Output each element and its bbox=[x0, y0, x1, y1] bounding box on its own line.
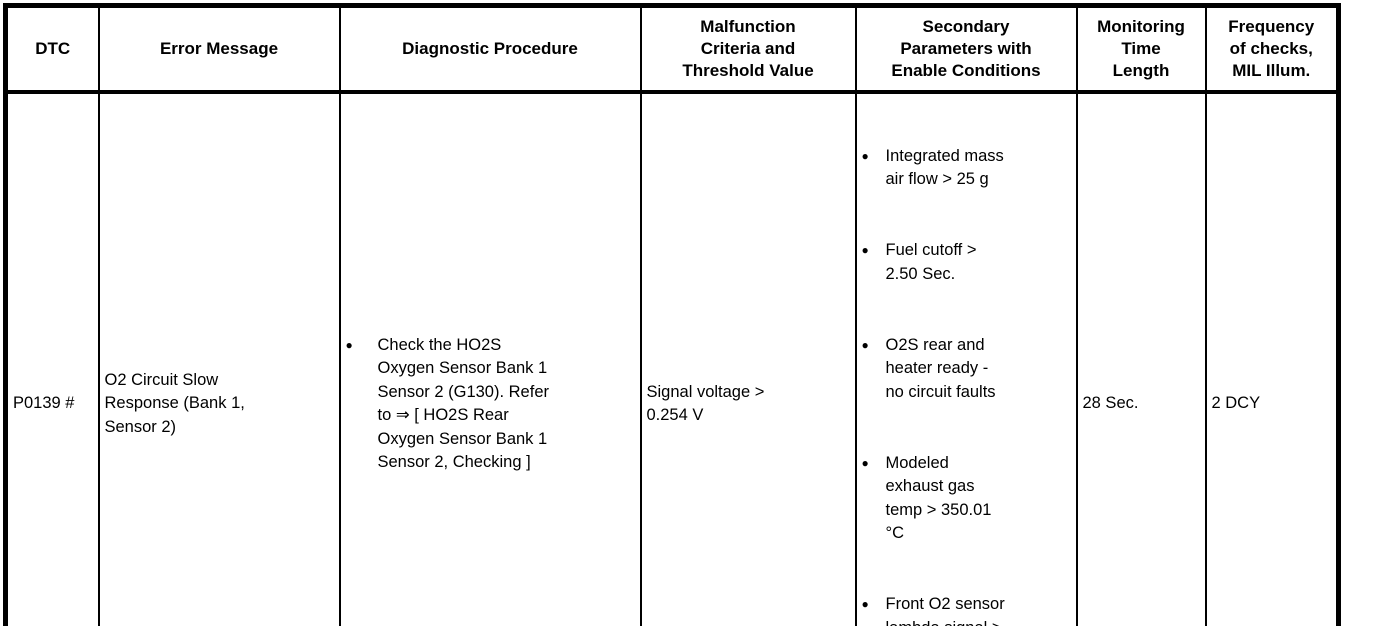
col-header-frequency-of-checks: Frequency of checks, MIL Illum. bbox=[1204, 4, 1340, 94]
diagnostic-procedure-text: Check the HO2S Oxygen Sensor Bank 1 Sens… bbox=[377, 335, 550, 472]
col-header-monitoring-time: Monitoring Time Length bbox=[1075, 4, 1207, 94]
bullet-icon: ● bbox=[861, 148, 869, 163]
list-item: ● Front O2 sensor lambda signal > 3.5 V bbox=[862, 593, 1072, 626]
col-header-dtc: DTC bbox=[4, 4, 100, 94]
header-row: DTC Error Message Diagnostic Procedure M… bbox=[4, 4, 1340, 94]
cell-frequency-of-checks: 2 DCY bbox=[1204, 90, 1340, 626]
bullet-icon: ● bbox=[861, 337, 869, 352]
list-item: ● Integrated mass air flow > 25 g bbox=[862, 145, 1072, 192]
dtc-table: DTC Error Message Diagnostic Procedure M… bbox=[3, 3, 1341, 626]
bullet-icon: ● bbox=[345, 337, 353, 352]
col-header-diagnostic-procedure: Diagnostic Procedure bbox=[338, 4, 642, 94]
secondary-parameter-text: Integrated mass air flow > 25 g bbox=[885, 146, 1004, 189]
cell-monitoring-time: 28 Sec. bbox=[1075, 90, 1207, 626]
col-header-secondary-parameters: Secondary Parameters with Enable Conditi… bbox=[854, 4, 1078, 94]
list-item: ● Check the HO2S Oxygen Sensor Bank 1 Se… bbox=[346, 334, 636, 475]
list-item: ● Fuel cutoff > 2.50 Sec. bbox=[862, 239, 1072, 286]
bullet-icon: ● bbox=[861, 455, 869, 470]
bullet-icon: ● bbox=[861, 243, 869, 257]
cell-dtc-code: P0139 # bbox=[4, 90, 100, 626]
diagnostic-procedure-list: ● Check the HO2S Oxygen Sensor Bank 1 Se… bbox=[346, 310, 636, 498]
cell-diagnostic-procedure: ● Check the HO2S Oxygen Sensor Bank 1 Se… bbox=[338, 90, 642, 626]
secondary-parameter-text: O2S rear and heater ready - no circuit f… bbox=[885, 335, 996, 401]
cell-malfunction-criteria: Signal voltage > 0.254 V bbox=[639, 90, 857, 626]
col-header-error-message: Error Message bbox=[97, 4, 341, 94]
cell-secondary-parameters: ● Integrated mass air flow > 25 g ● Fuel… bbox=[854, 90, 1078, 626]
secondary-parameter-text: Front O2 sensor lambda signal > 3.5 V bbox=[885, 595, 1005, 626]
list-item: ● Modeled exhaust gas temp > 350.01 °C bbox=[862, 452, 1072, 546]
secondary-parameter-text: Modeled exhaust gas temp > 350.01 °C bbox=[885, 453, 992, 543]
secondary-parameters-list: ● Integrated mass air flow > 25 g ● Fuel… bbox=[862, 121, 1072, 626]
list-item: ● O2S rear and heater ready - no circuit… bbox=[862, 334, 1072, 405]
bullet-icon: ● bbox=[861, 597, 869, 611]
secondary-parameter-text: Fuel cutoff > 2.50 Sec. bbox=[885, 241, 977, 283]
col-header-malfunction-criteria: Malfunction Criteria and Threshold Value bbox=[639, 4, 857, 94]
table-row-p0139: P0139 # O2 Circuit Slow Response (Bank 1… bbox=[4, 90, 1340, 626]
cell-error-message: O2 Circuit Slow Response (Bank 1, Sensor… bbox=[97, 90, 341, 626]
